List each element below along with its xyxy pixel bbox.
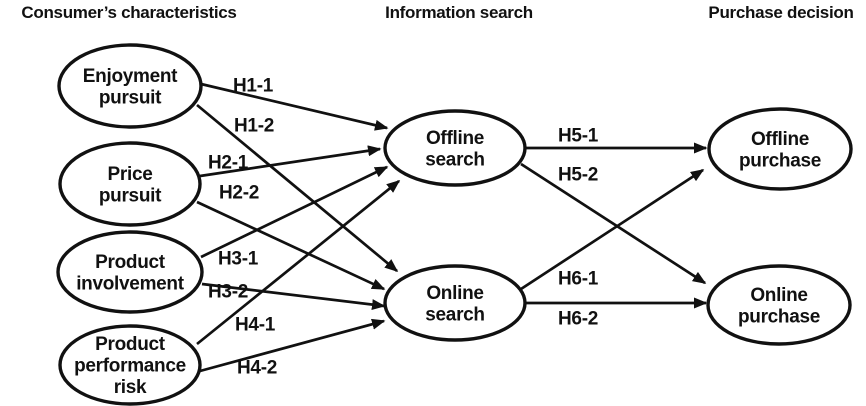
edge-h3-2: H3-2 <box>201 282 386 311</box>
edge-h6-2: H6-2 <box>525 297 708 330</box>
node-ellipse-product-performance-risk <box>58 324 202 406</box>
edge-label-h5-1: H5-1 <box>558 126 599 147</box>
node-label-line: Price <box>108 164 153 185</box>
node-label-line: pursuit <box>99 185 162 206</box>
edge-h4-2: H4-2 <box>199 318 386 379</box>
edge-h6-1: H6-1 <box>520 168 705 291</box>
node-ellipse-product-involvement <box>56 230 204 314</box>
node-ellipse-online-purchase <box>706 264 852 346</box>
node-label-line: Online <box>750 285 807 306</box>
edge-label-h2-1: H2-1 <box>208 153 249 174</box>
edge-label-h6-1: H6-1 <box>558 269 599 290</box>
edge-label-h5-2: H5-2 <box>558 165 598 186</box>
edge-arrow-h4-1 <box>196 179 401 346</box>
node-label-line: involvement <box>76 273 185 294</box>
edge-arrow-h6-1 <box>520 168 705 291</box>
edges-layer: H1-1H1-2H2-1H2-2H3-1H3-2H4-1H4-2 H5-1H5-2… <box>196 76 708 379</box>
node-ellipse-price-pursuit <box>58 141 202 227</box>
edge-h1-1: H1-1 <box>200 76 389 131</box>
node-label-line: purchase <box>739 150 821 171</box>
edge-label-h3-1: H3-1 <box>218 249 259 270</box>
node-label-line: search <box>425 304 484 325</box>
node-label-line: Product <box>95 334 166 355</box>
edge-label-h1-1: H1-1 <box>233 76 274 97</box>
edge-label-h1-2: H1-2 <box>234 116 274 137</box>
edge-arrow-h1-2 <box>196 103 399 273</box>
edge-h2-1: H2-1 <box>199 145 382 178</box>
edge-label-h6-2: H6-2 <box>558 309 598 330</box>
node-ellipse-offline-search <box>383 109 527 187</box>
node-ellipse-offline-purchase <box>707 107 853 191</box>
edge-arrow-h5-2 <box>520 162 707 285</box>
node-ellipse-online-search <box>383 264 527 342</box>
edge-arrow-h2-2 <box>196 200 386 291</box>
edge-arrow-h3-1 <box>200 165 389 259</box>
node-label-line: pursuit <box>99 87 162 108</box>
edge-label-h4-2: H4-2 <box>237 358 277 379</box>
column-header-purchase-decision: Purchase decision <box>708 3 854 22</box>
node-label-line: performance <box>74 356 186 377</box>
edge-h1-2: H1-2 <box>196 103 399 273</box>
edge-h5-1: H5-1 <box>525 126 708 154</box>
node-label-line: Enjoyment <box>83 66 178 87</box>
edge-label-h3-2: H3-2 <box>208 282 248 303</box>
node-label-line: purchase <box>738 306 820 327</box>
node-label-line: risk <box>114 377 147 398</box>
edge-arrow-h1-1 <box>200 82 389 131</box>
node-label-line: Offline <box>426 128 484 149</box>
node-label-line: Offline <box>751 129 809 150</box>
edge-h3-1: H3-1 <box>200 165 389 270</box>
edge-label-h2-2: H2-2 <box>219 183 259 204</box>
edge-h5-2: H5-2 <box>520 162 707 285</box>
node-ellipse-enjoyment-pursuit <box>57 43 203 129</box>
edge-h4-1: H4-1 <box>196 179 401 346</box>
column-header-consumer-characteristics: Consumer’s characteristics <box>21 3 237 22</box>
node-label-line: Online <box>426 283 483 304</box>
edge-arrow-h4-2 <box>199 318 386 373</box>
column-header-information-search: Information search <box>385 3 533 22</box>
edge-h2-2: H2-2 <box>196 183 386 291</box>
edge-arrow-h3-2 <box>201 282 386 311</box>
node-label-line: Product <box>95 252 166 273</box>
edge-label-h4-1: H4-1 <box>235 315 276 336</box>
node-label-line: search <box>425 149 484 170</box>
edge-arrow-h2-1 <box>199 145 382 178</box>
